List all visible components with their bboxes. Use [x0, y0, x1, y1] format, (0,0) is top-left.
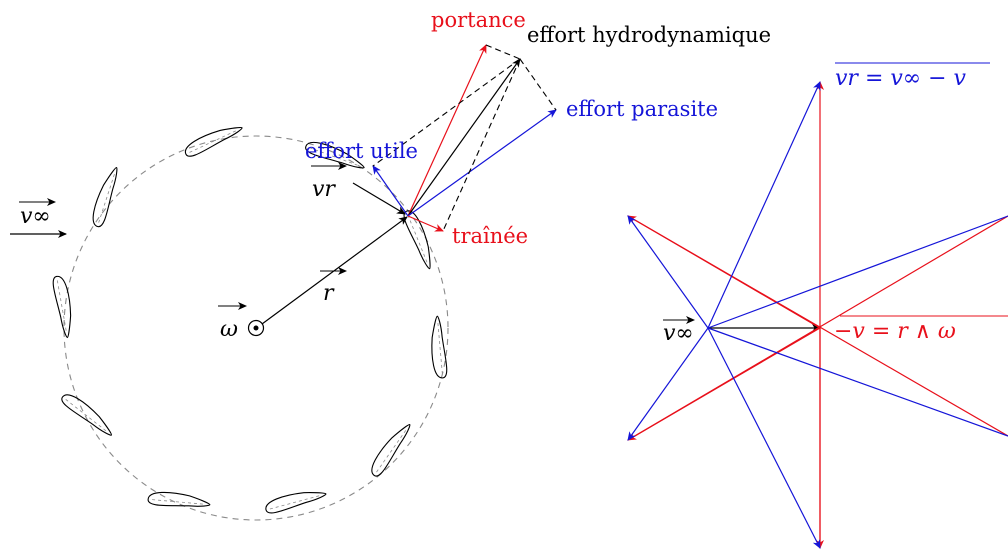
blue-vector [627, 215, 709, 329]
useful-force-label: effort utile [305, 139, 418, 163]
blade [59, 389, 118, 440]
v-inf-right-label: v∞ [663, 321, 694, 346]
center-dot [253, 325, 259, 331]
useful-force-arrow [372, 165, 409, 217]
drag-label: traînée [452, 224, 528, 248]
blue-vector [707, 327, 1008, 437]
lift-label: portance [431, 8, 526, 32]
red-vector [627, 215, 1008, 437]
vr-label: vr [312, 177, 336, 202]
r-label: r [323, 281, 335, 306]
construction-lines [372, 44, 557, 232]
v-inf-label: v∞ [20, 204, 51, 229]
blade [263, 485, 328, 516]
relation-v-label: −v = r ∧ ω [834, 319, 956, 344]
blade [428, 315, 449, 380]
relation-vr-label: vr = v∞ − v [835, 66, 967, 91]
hydro-force-arrow [407, 58, 521, 217]
blade [366, 419, 415, 479]
blue-vector [707, 327, 821, 549]
drag-arrow [407, 215, 444, 232]
hydro-force-label: effort hydrodynamique [527, 23, 771, 47]
blade [51, 274, 77, 339]
blue-vector [707, 81, 821, 329]
blue-vector [707, 215, 1008, 329]
blue-vector [627, 327, 709, 441]
center-outer [247, 319, 265, 337]
blade-path-circle [63, 135, 449, 521]
parasitic-force-label: effort parasite [566, 97, 718, 121]
blade [147, 490, 212, 511]
parasitic-force-arrow [407, 109, 557, 217]
red-vector [627, 215, 1008, 441]
lift-arrow [407, 44, 487, 217]
blade [181, 119, 245, 160]
blades [51, 119, 449, 516]
velocity-diagram [627, 81, 1008, 549]
omega-label: ω [220, 317, 238, 342]
vr-arrow [352, 182, 406, 215]
